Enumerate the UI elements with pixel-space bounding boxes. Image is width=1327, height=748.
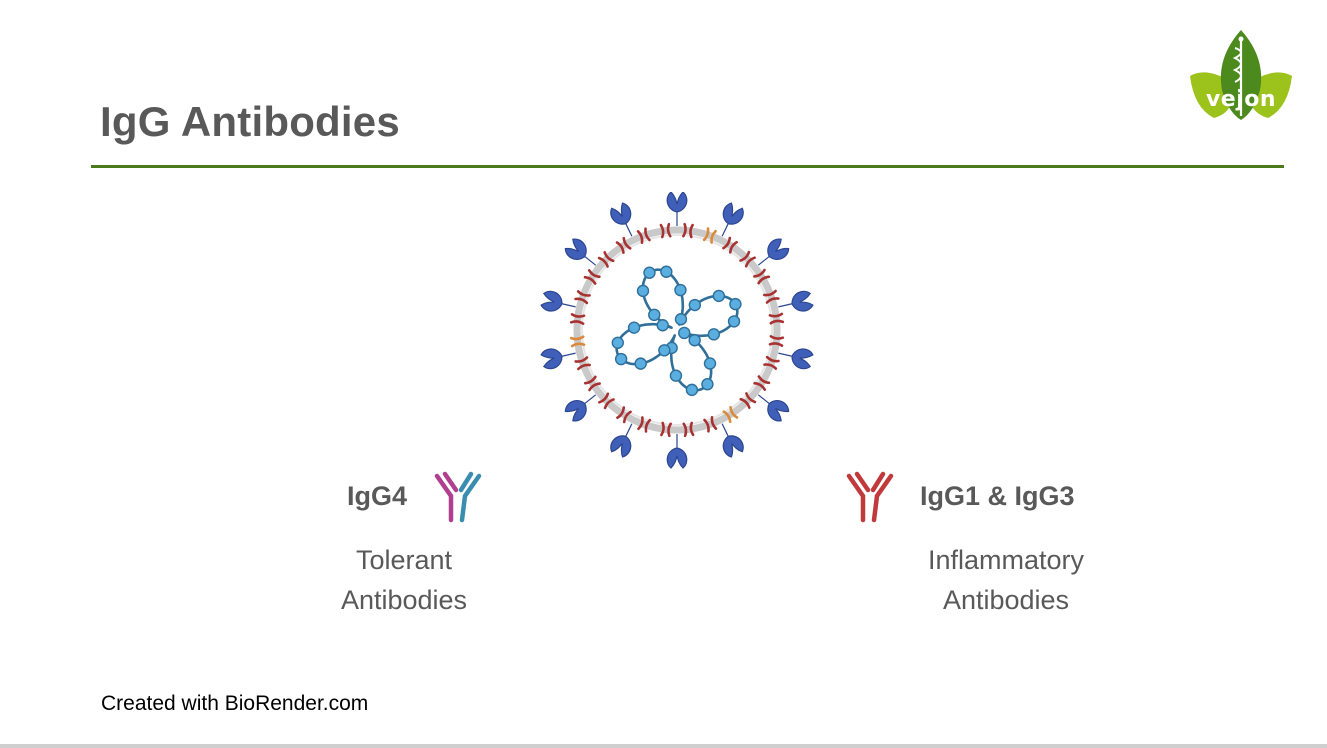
- igg1-igg3-label: IgG1 & IgG3: [920, 481, 1075, 511]
- spike-protein-icon: [778, 290, 814, 312]
- spike-protein-icon: [666, 192, 688, 226]
- brand-logo: vejon: [1188, 28, 1294, 124]
- spike-protein-icon: [721, 423, 744, 458]
- spike-protein-icon: [610, 423, 633, 458]
- rna-bead: [669, 369, 683, 382]
- membrane-protein-icon: [660, 421, 672, 438]
- membrane-protein-icon: [722, 236, 738, 254]
- leaf-logo-icon: [1190, 30, 1292, 120]
- spike-protein-icon: [757, 238, 790, 266]
- rna-bead: [674, 313, 688, 326]
- membrane-protein-icon: [616, 406, 632, 424]
- igg1-igg3-antibody-icon: [846, 471, 894, 523]
- membrane-protein-icon: [768, 312, 785, 325]
- rna-bead: [688, 334, 701, 347]
- virus-membrane: [573, 226, 781, 434]
- membrane-protein-icon: [597, 251, 615, 268]
- slide-bottom-border: [0, 744, 1327, 748]
- spike-protein-icon: [757, 394, 790, 422]
- rna-bead: [701, 378, 714, 391]
- igg1-igg3-description: Inflammatory Antibodies: [886, 540, 1126, 620]
- membrane-protein-icon: [636, 227, 651, 244]
- membrane-protein-icon: [739, 250, 756, 268]
- spike-protein-icon: [778, 348, 814, 370]
- rna-bead: [660, 265, 673, 278]
- membrane-protein-icon: [702, 227, 717, 244]
- membrane-protein-icon: [739, 392, 757, 409]
- membrane-protein-icon: [722, 406, 739, 424]
- membrane-protein-icon: [583, 375, 601, 392]
- membrane-protein-icon: [569, 313, 586, 325]
- spike-protein-icon: [610, 202, 633, 237]
- rna-bead: [685, 383, 699, 397]
- spike-protein-icon: [666, 434, 688, 469]
- igg1-igg3-description-line1: Inflammatory: [927, 545, 1085, 575]
- rna-bead: [636, 284, 650, 298]
- membrane-protein-icon: [682, 222, 694, 239]
- page-title: IgG Antibodies: [100, 98, 400, 145]
- rna-bead: [658, 344, 671, 357]
- spike-protein-icon: [540, 290, 576, 312]
- rna-bead: [648, 308, 661, 322]
- membrane-protein-icon: [753, 375, 771, 391]
- membrane-protein-icon: [598, 392, 615, 410]
- membrane-protein-icon: [753, 268, 771, 285]
- membrane-protein-icon: [768, 335, 785, 347]
- igg4-description-line2: Antibodies: [340, 585, 468, 615]
- rna-bead: [729, 297, 742, 311]
- membrane-protein-icon: [659, 222, 672, 239]
- rna-bead: [712, 289, 726, 303]
- rna-bead: [707, 328, 721, 341]
- membrane-protein-icon: [637, 416, 652, 433]
- spike-protein-icon: [564, 394, 597, 422]
- igg1-igg3-description-line2: Antibodies: [942, 585, 1070, 615]
- logo-text: vejon: [1205, 87, 1277, 112]
- virus-icon: [540, 192, 814, 469]
- igg4-antibody-icon: [434, 471, 482, 523]
- igg4-label: IgG4: [347, 481, 408, 511]
- rna-bead: [627, 321, 641, 334]
- rna-bead: [614, 352, 628, 366]
- rna-bead: [643, 266, 656, 279]
- membrane-protein-icon: [682, 421, 695, 438]
- membrane-protein-icon: [615, 236, 632, 254]
- igg4-description: Tolerant Antibodies: [304, 540, 504, 620]
- rna-bead: [656, 319, 669, 332]
- rna-bead: [611, 336, 624, 349]
- membrane-protein-icon: [574, 356, 591, 371]
- rna-bead: [688, 298, 702, 312]
- membrane-protein-icon: [763, 289, 780, 304]
- membrane-protein-icon: [574, 290, 591, 305]
- rna-bead: [674, 283, 687, 297]
- spike-protein-icon: [540, 348, 576, 370]
- membrane-protein-icon: [583, 269, 601, 285]
- rna-bead: [678, 326, 691, 340]
- spike-protein-icon: [721, 202, 744, 237]
- membrane-protein-icon: [763, 355, 780, 370]
- rna-bead: [727, 315, 741, 328]
- rna-bead: [703, 357, 717, 370]
- membrane-protein-icon: [569, 335, 586, 348]
- spike-protein-icon: [564, 238, 597, 266]
- title-divider: [91, 165, 1284, 168]
- rna-bead: [634, 357, 647, 370]
- virus-membrane-inner: [581, 234, 773, 426]
- igg4-description-line1: Tolerant: [355, 545, 453, 575]
- biorender-credit: Created with BioRender.com: [101, 692, 369, 715]
- membrane-protein-icon: [703, 416, 718, 433]
